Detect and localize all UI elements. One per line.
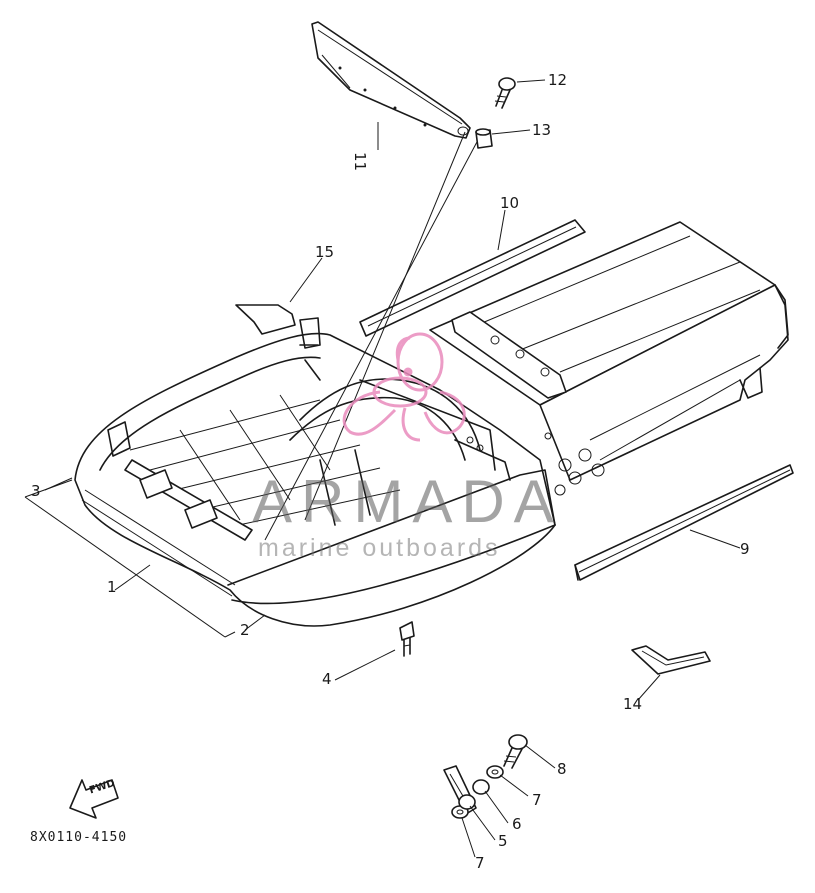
callout-7-lower: 7 xyxy=(475,854,485,872)
callout-10: 10 xyxy=(500,194,520,212)
part-10-trim-strip xyxy=(359,219,586,337)
part-5-spacer xyxy=(458,794,476,810)
callout-1: 1 xyxy=(107,578,117,596)
callout-14: 14 xyxy=(623,695,643,713)
callout-9: 9 xyxy=(740,540,750,558)
callout-11: 11 xyxy=(351,152,369,172)
leader-lines xyxy=(24,79,741,858)
part-4-rivet xyxy=(399,621,415,657)
callout-2: 2 xyxy=(240,621,250,639)
reference-code: 8X0110-4150 xyxy=(30,830,128,845)
callout-5: 5 xyxy=(498,832,508,850)
watermark-brand: ARMADA xyxy=(252,468,563,535)
part-11-cover-panel xyxy=(311,21,471,139)
fwd-arrow-icon xyxy=(69,779,119,819)
part-7-washer-upper xyxy=(486,765,504,779)
callout-3: 3 xyxy=(31,482,41,500)
callout-15: 15 xyxy=(315,243,335,261)
callout-8: 8 xyxy=(557,760,567,778)
part-9-side-rail xyxy=(574,464,794,581)
callout-4: 4 xyxy=(322,670,332,688)
part-1-frame-body xyxy=(74,221,789,627)
callout-7-upper: 7 xyxy=(532,791,542,809)
part-15-plate xyxy=(235,304,296,335)
callout-13: 13 xyxy=(532,121,552,139)
part-13-collar xyxy=(475,128,493,149)
part-12-bolt xyxy=(494,77,516,109)
leader-cover-2 xyxy=(264,139,479,541)
armada-logo-icon xyxy=(342,332,466,442)
part-6-spacer xyxy=(472,779,490,795)
part-14-angle-plate xyxy=(631,645,711,675)
watermark-tagline: marine outboards xyxy=(258,534,501,562)
part-8-bolt xyxy=(503,734,528,769)
callout-6: 6 xyxy=(512,815,522,833)
callout-12: 12 xyxy=(548,71,568,89)
leader-cover xyxy=(304,131,466,521)
